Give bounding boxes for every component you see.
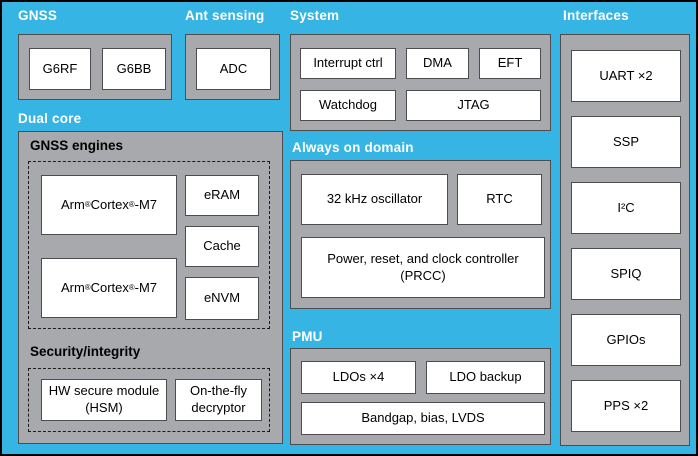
bandgap-bias-lvds-box: Bandgap, bias, LVDS (301, 402, 545, 435)
interfaces-section-label: Interfaces (563, 8, 629, 23)
i2c-box: I²C (571, 182, 681, 234)
ant-sensing-section-label: Ant sensing (185, 8, 265, 23)
cache-box: Cache (185, 226, 259, 267)
gnss-section-label: GNSS (18, 8, 58, 23)
oscillator-box: 32 kHz oscillator (301, 174, 448, 225)
pmu-block: LDOs ×4 LDO backup Bandgap, bias, LVDS (290, 348, 551, 445)
security-integrity-label: Security/integrity (30, 344, 141, 359)
on-the-fly-decryptor-box: On-the-fly decryptor (175, 379, 262, 421)
dual-core-section-label: Dual core (18, 111, 82, 126)
dual-core-block: GNSS engines Arm® Cortex®-M7 Arm® Cortex… (18, 131, 283, 444)
cortex-m7-box-1: Arm® Cortex®-M7 (41, 175, 177, 235)
cortex-m7-box-2: Arm® Cortex®-M7 (41, 258, 177, 318)
system-section-label: System (290, 8, 340, 23)
jtag-box: JTAG (406, 90, 541, 121)
rtc-box: RTC (457, 174, 542, 225)
gpios-box: GPIOs (571, 314, 681, 366)
watchdog-box: Watchdog (300, 90, 396, 121)
prcc-box: Power, reset, and clock controller (PRCC… (301, 237, 545, 298)
pmu-section-label: PMU (292, 329, 323, 344)
g6rf-box: G6RF (29, 48, 91, 90)
pps-box: PPS ×2 (571, 380, 681, 432)
adc-box: ADC (196, 48, 271, 90)
always-on-section-label: Always on domain (292, 140, 414, 155)
ldos-box: LDOs ×4 (301, 361, 416, 394)
envm-box: eNVM (185, 277, 259, 320)
security-dashed-group: HW secure module (HSM) On-the-fly decryp… (28, 368, 270, 432)
spiq-box: SPIQ (571, 248, 681, 300)
interfaces-block: UART ×2 SSP I²C SPIQ GPIOs PPS ×2 (560, 34, 690, 446)
ant-sensing-block: ADC (185, 34, 280, 100)
ssp-box: SSP (571, 116, 681, 168)
g6bb-box: G6BB (102, 48, 166, 90)
eram-box: eRAM (185, 175, 259, 216)
eft-box: EFT (479, 48, 541, 79)
hsm-box: HW secure module (HSM) (41, 379, 167, 421)
gnss-block: G6RF G6BB (18, 34, 172, 100)
interrupt-ctrl-box: Interrupt ctrl (300, 48, 396, 79)
gnss-engines-dashed-group: Arm® Cortex®-M7 Arm® Cortex®-M7 eRAM Cac… (28, 161, 270, 329)
system-block: Interrupt ctrl DMA EFT Watchdog JTAG (290, 34, 551, 131)
dma-box: DMA (406, 48, 469, 79)
always-on-block: 32 kHz oscillator RTC Power, reset, and … (290, 160, 551, 309)
gnss-engines-label: GNSS engines (30, 138, 124, 153)
ldo-backup-box: LDO backup (426, 361, 545, 394)
uart-box: UART ×2 (571, 50, 681, 102)
